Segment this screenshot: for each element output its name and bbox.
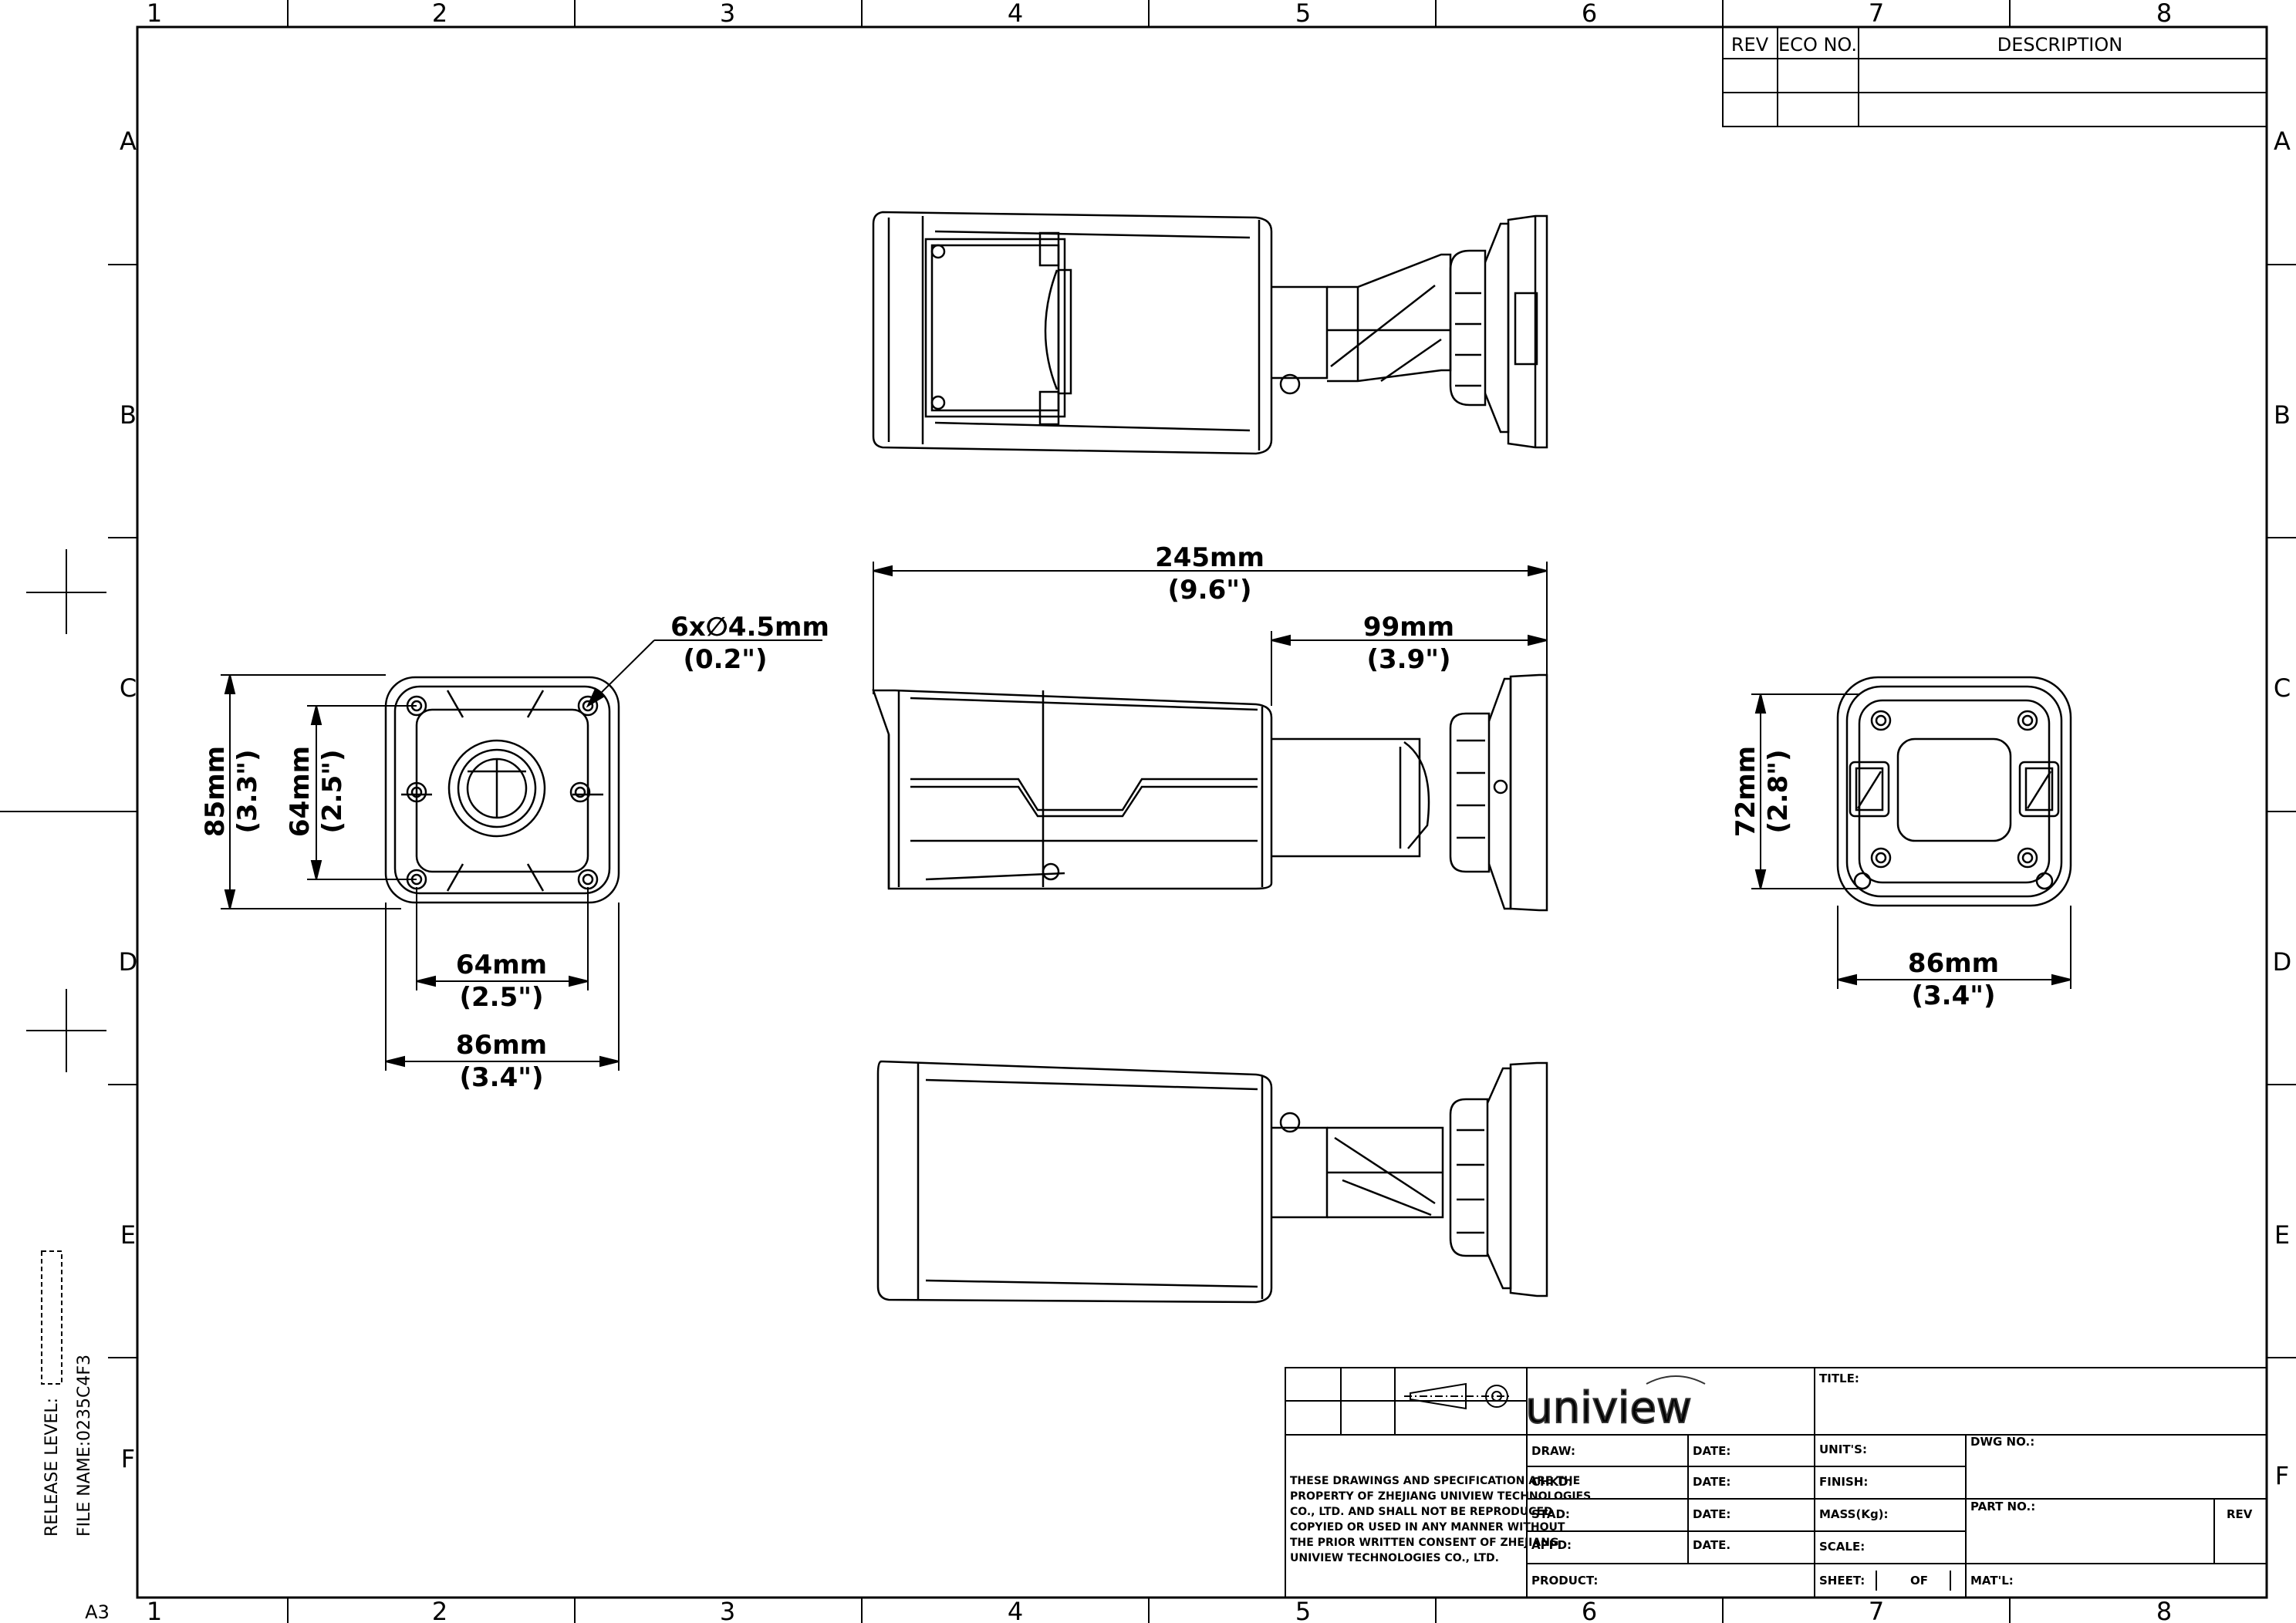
dwg-no-label: DWG NO.: bbox=[1970, 1435, 2034, 1449]
dim-rear-height-mm: 72mm bbox=[1730, 746, 1761, 837]
disclaimer-line-1: THESE DRAWINGS AND SPECIFICATION ARE THE bbox=[1290, 1475, 1580, 1487]
dim-length-mm: 245mm bbox=[1155, 542, 1264, 573]
col-label-7-top: 7 bbox=[1869, 0, 1884, 28]
dim-rear-width-in: (3.4") bbox=[1911, 980, 1995, 1011]
dimension-labels: 245mm (9.6") 99mm (3.9") 6x∅4.5mm (0.2")… bbox=[200, 542, 1999, 1093]
row-label-f-right: F bbox=[2275, 1461, 2289, 1490]
col-label-5-top: 5 bbox=[1295, 0, 1311, 28]
dim-mount-in: (3.9") bbox=[1366, 644, 1450, 675]
appd-label: APPD: bbox=[1531, 1538, 1572, 1552]
title-block bbox=[1285, 1367, 2267, 1598]
logo-arc bbox=[1646, 1375, 1706, 1385]
mass-label: MASS(Kg): bbox=[1819, 1507, 1889, 1521]
row-label-f-left: F bbox=[121, 1444, 135, 1473]
dim-front-width-mm: 86mm bbox=[456, 1030, 547, 1061]
dim-front-height-in: (3.3") bbox=[232, 749, 263, 833]
sheet-of-label: OF bbox=[1910, 1574, 1928, 1588]
col-label-1-bottom: 1 bbox=[147, 1597, 162, 1623]
col-label-3-bottom: 3 bbox=[720, 1597, 735, 1623]
revision-block bbox=[1722, 26, 2267, 127]
release-level-label: RELEASE LEVEL: bbox=[42, 1398, 62, 1537]
side-view bbox=[872, 673, 1548, 912]
row-label-a-left: A bbox=[120, 127, 137, 156]
rev-label: REV bbox=[2227, 1507, 2253, 1521]
disclaimer-line-2: PROPERTY OF ZHEJIANG UNIVIEW TECHNOLOGIE… bbox=[1290, 1490, 1591, 1503]
file-name-label: FILE NAME: bbox=[75, 1441, 94, 1537]
description-header: DESCRIPTION bbox=[1997, 34, 2122, 56]
stad-label: STAD: bbox=[1531, 1507, 1570, 1521]
dim-front-inner-width-mm: 64mm bbox=[456, 950, 547, 980]
file-name-value: 0235C4F3 bbox=[75, 1355, 94, 1441]
row-label-d-right: D bbox=[2273, 947, 2292, 977]
dim-front-inner-width-in: (2.5") bbox=[459, 982, 543, 1013]
scale-label: SCALE: bbox=[1819, 1540, 1865, 1554]
dim-length-in: (9.6") bbox=[1167, 575, 1251, 606]
col-label-5-bottom: 5 bbox=[1295, 1597, 1311, 1623]
title-label: TITLE: bbox=[1819, 1372, 1859, 1385]
dim-front-inner-height-in: (2.5") bbox=[317, 749, 348, 833]
bottom-view bbox=[876, 1060, 1548, 1304]
col-label-8-bottom: 8 bbox=[2156, 1597, 2172, 1623]
top-view bbox=[872, 211, 1548, 455]
rev-header: REV bbox=[1731, 34, 1769, 56]
rear-view bbox=[1836, 676, 2072, 907]
date-label-1: DATE: bbox=[1693, 1444, 1730, 1458]
dim-front-inner-height-mm: 64mm bbox=[285, 746, 316, 837]
col-label-3-top: 3 bbox=[720, 0, 735, 28]
dim-rear-height-in: (2.8") bbox=[1763, 749, 1794, 833]
col-label-6-top: 6 bbox=[1582, 0, 1597, 28]
row-label-e-right: E bbox=[2274, 1220, 2290, 1250]
disclaimer-line-3: CO., LTD. AND SHALL NOT BE REPRODUCED bbox=[1290, 1506, 1553, 1518]
row-label-c-right: C bbox=[2274, 673, 2291, 703]
col-label-6-bottom: 6 bbox=[1582, 1597, 1597, 1623]
left-margin-text: RELEASE LEVEL: FILE NAME: 0235C4F3 bbox=[42, 1355, 94, 1537]
dim-holes: 6x∅4.5mm bbox=[670, 612, 829, 643]
row-label-a-right: A bbox=[2274, 127, 2291, 156]
sheet-size-label: A3 bbox=[85, 1601, 110, 1623]
row-label-b-left: B bbox=[120, 400, 137, 430]
row-label-b-right: B bbox=[2274, 400, 2291, 430]
dim-rear-width-mm: 86mm bbox=[1908, 948, 1999, 979]
disclaimer-line-6: UNIVIEW TECHNOLOGIES CO., LTD. bbox=[1290, 1552, 1499, 1564]
date-label-2: DATE: bbox=[1693, 1475, 1730, 1489]
col-label-4-top: 4 bbox=[1008, 0, 1023, 28]
row-label-d-left: D bbox=[119, 947, 138, 977]
product-label: PRODUCT: bbox=[1531, 1574, 1598, 1588]
col-label-7-bottom: 7 bbox=[1869, 1597, 1884, 1623]
date-label-4: DATE. bbox=[1693, 1538, 1730, 1552]
col-label-2-top: 2 bbox=[432, 0, 447, 28]
part-no-label: PART NO.: bbox=[1970, 1500, 2035, 1513]
col-label-8-top: 8 bbox=[2156, 0, 2172, 28]
dim-front-height-mm: 85mm bbox=[200, 746, 231, 837]
dimension-lines bbox=[221, 562, 2071, 1071]
col-label-2-bottom: 2 bbox=[432, 1597, 447, 1623]
dim-holes-in: (0.2") bbox=[683, 644, 767, 675]
chkd-label: CHKD: bbox=[1531, 1475, 1573, 1489]
row-label-c-left: C bbox=[120, 673, 137, 703]
col-label-1-top: 1 bbox=[147, 0, 162, 28]
units-label: UNIT'S: bbox=[1819, 1442, 1867, 1456]
date-label-3: DATE: bbox=[1693, 1507, 1730, 1521]
finish-label: FINISH: bbox=[1819, 1475, 1868, 1489]
sheet-label: SHEET: bbox=[1819, 1574, 1865, 1588]
row-label-e-left: E bbox=[120, 1220, 136, 1250]
disclaimer-line-4: COPYIED OR USED IN ANY MANNER WITHOUT bbox=[1290, 1521, 1565, 1534]
front-view bbox=[384, 676, 620, 904]
col-label-4-bottom: 4 bbox=[1008, 1597, 1023, 1623]
dim-mount-mm: 99mm bbox=[1363, 612, 1454, 643]
uniview-logo: uniview bbox=[1525, 1383, 1692, 1433]
matl-label: MAT'L: bbox=[1970, 1574, 2014, 1588]
draw-label: DRAW: bbox=[1531, 1444, 1575, 1458]
dim-front-width-in: (3.4") bbox=[459, 1062, 543, 1093]
disclaimer-line-5: THE PRIOR WRITTEN CONSENT OF ZHEJIANG bbox=[1290, 1537, 1558, 1549]
grid-labels: 1 2 3 4 5 6 7 8 1 2 3 4 5 6 7 8 A B C D … bbox=[85, 0, 2291, 1623]
eco-header: ECO NO. bbox=[1778, 34, 1857, 56]
